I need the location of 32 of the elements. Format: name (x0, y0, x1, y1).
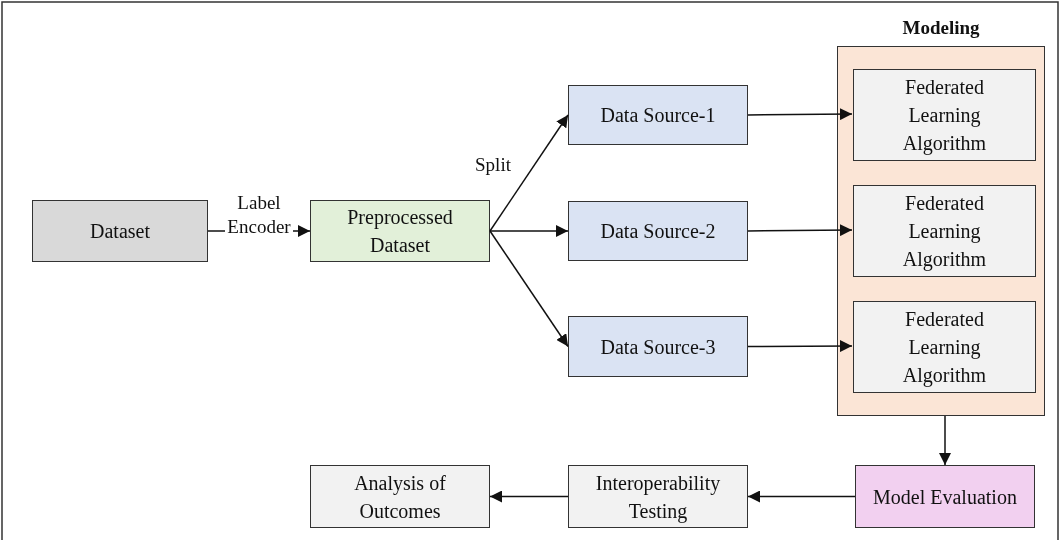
algorithm-box (853, 185, 1036, 277)
arrow (489, 114, 569, 232)
box-text: Preprocessed Dataset (346, 205, 454, 258)
process-box (855, 465, 1035, 528)
process-box (310, 465, 490, 528)
box-text: Model Evaluation (873, 484, 1017, 510)
arrow (747, 108, 853, 121)
algorithm-box (853, 301, 1036, 393)
arrow (489, 490, 569, 503)
arrow (747, 224, 853, 237)
box-text: Federated Learning Algorithm (901, 75, 988, 157)
box-text: Federated Learning Algorithm (901, 307, 988, 389)
data-source-box (568, 316, 748, 377)
process-box (310, 200, 490, 262)
box-text: Analysis of Outcomes (353, 470, 447, 524)
arrow (489, 230, 569, 348)
data-source-box (568, 85, 748, 145)
algorithm-box (853, 69, 1036, 161)
arrow (489, 225, 569, 237)
arrow (939, 415, 951, 466)
arrow (747, 490, 856, 503)
process-box (32, 200, 208, 262)
group-heading: Modeling (901, 17, 981, 39)
box-text: Data Source-3 (600, 334, 716, 360)
box-text: Data Source-2 (600, 219, 716, 244)
box-text: Federated Learning Algorithm (901, 191, 988, 273)
box-text: Data Source-1 (600, 103, 716, 128)
process-box (568, 465, 748, 528)
arrow (747, 340, 853, 353)
box-text: Interoperability Testing (594, 470, 722, 525)
box-text: Dataset (90, 219, 150, 244)
data-source-box (568, 201, 748, 261)
